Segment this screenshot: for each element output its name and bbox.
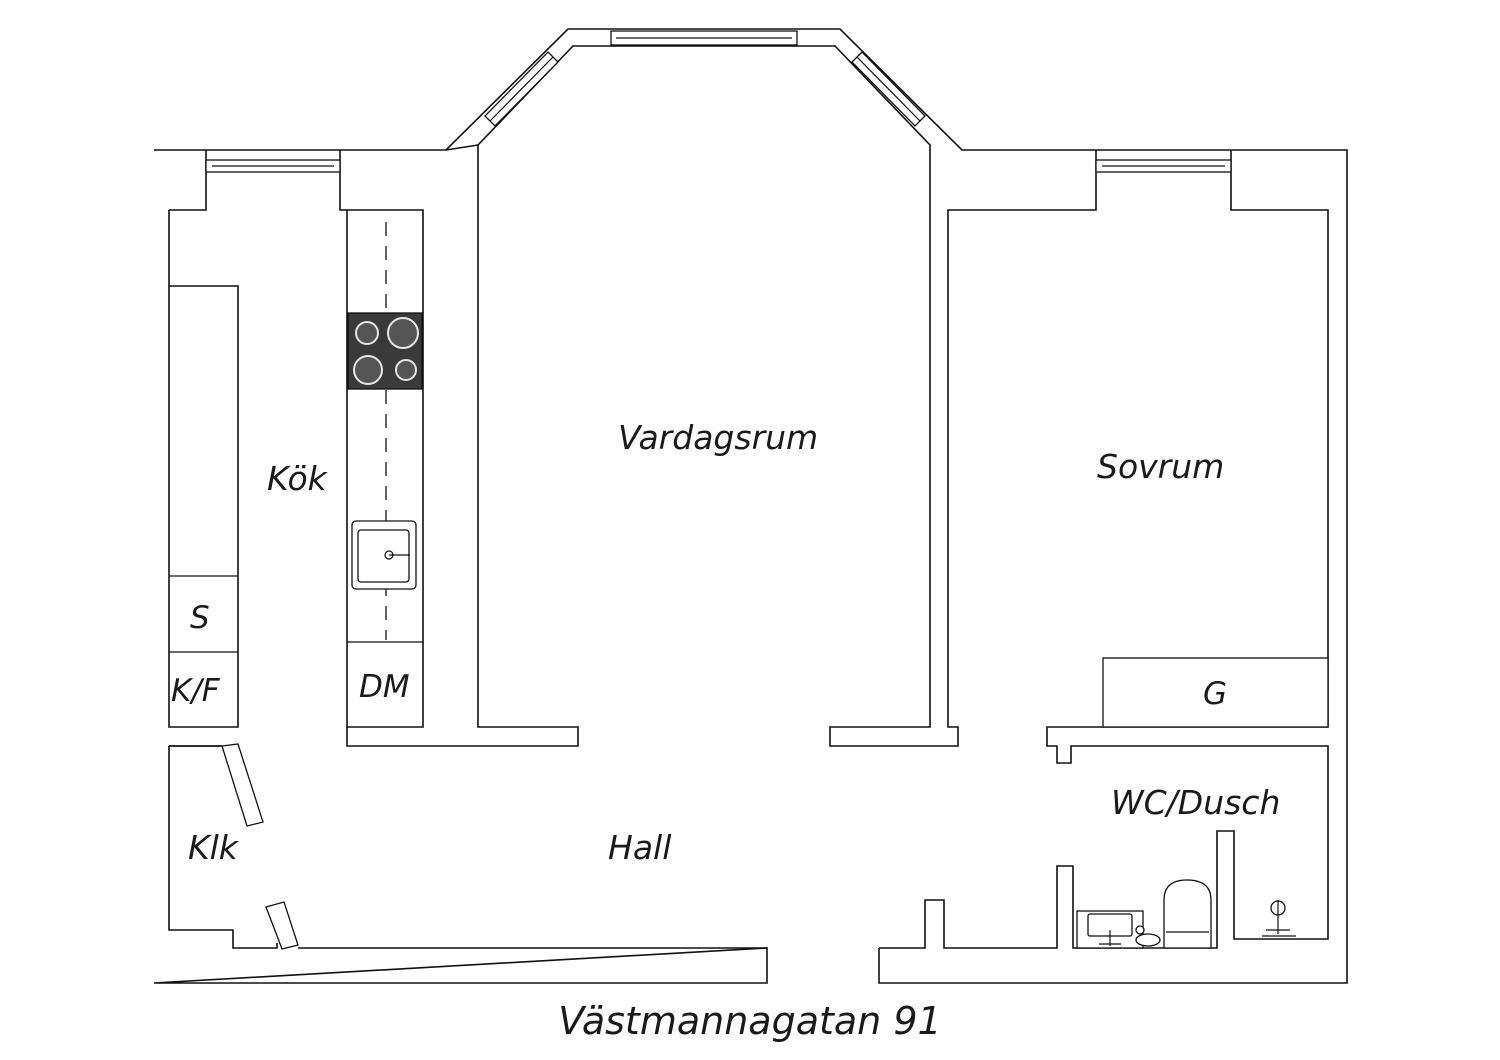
window-bay-left: [484, 51, 559, 127]
toilet-icon: [1163, 879, 1212, 949]
kitchen-wall: [168, 150, 347, 728]
shower-tap-icon: [1135, 925, 1161, 947]
fixture-label-wardrobe: G: [1203, 676, 1227, 712]
room-label-hall: Hall: [608, 828, 671, 867]
room-label-kitchen: Kök: [267, 459, 329, 498]
shower-head-icon: [1262, 900, 1296, 937]
address-label: Västmannagatan 91: [558, 999, 941, 1043]
kitchen-hall-wall: [346, 144, 579, 747]
burner-icon: [395, 359, 417, 381]
window-bay-right: [851, 51, 926, 127]
kitchen-counter: [346, 209, 424, 728]
bay-inner-wall: [477, 45, 1329, 949]
fixture-label-fridge-freezer: K/F: [171, 673, 221, 709]
closet-door[interactable]: [221, 743, 264, 827]
sink-icon: [351, 520, 417, 590]
outer-wall: [153, 28, 1348, 984]
burner-icon: [353, 355, 383, 385]
closet-door-lower[interactable]: [265, 901, 299, 950]
burner-icon: [387, 317, 419, 349]
washbasin-icon: [1076, 910, 1144, 949]
wardrobe: [1102, 657, 1329, 728]
room-label-bathroom: WC/Dusch: [1111, 783, 1280, 822]
room-label-bedroom: Sovrum: [1097, 447, 1224, 486]
room-label-closet: Klk: [188, 828, 240, 867]
burner-icon: [355, 321, 379, 345]
fixture-label-dishwasher: DM: [359, 669, 410, 705]
fixture-label-storage: S: [190, 600, 210, 636]
room-label-living-room: Vardagsrum: [618, 418, 818, 457]
